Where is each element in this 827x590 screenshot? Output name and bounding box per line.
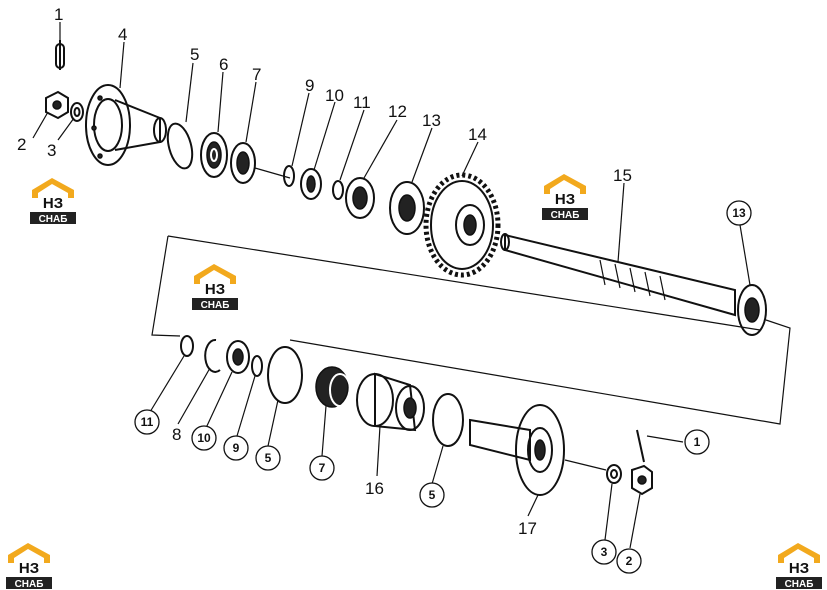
svg-text:СНАБ: СНАБ: [785, 579, 814, 590]
svg-text:НЗ: НЗ: [789, 560, 809, 577]
label-10: 10: [325, 86, 344, 105]
svg-text:СНАБ: СНАБ: [39, 214, 68, 225]
label-1: 1: [54, 5, 63, 24]
part-15-shaft: [500, 233, 736, 317]
label-13: 13: [422, 111, 441, 130]
part-12-bearing: [345, 177, 375, 219]
svg-text:НЗ: НЗ: [205, 281, 225, 298]
circled-label-2: 2: [616, 548, 642, 574]
circled-label-1: 1: [684, 429, 710, 455]
logo-top-left: НЗ СНАБ: [30, 178, 76, 225]
part-7-bearing: [230, 142, 256, 184]
svg-text:2: 2: [626, 554, 633, 568]
logo-middle: НЗ СНАБ: [192, 264, 238, 311]
svg-text:5: 5: [265, 451, 272, 465]
part-11-lower-ring: [180, 335, 194, 357]
label-15: 15: [613, 166, 632, 185]
svg-text:1: 1: [694, 435, 701, 449]
circled-label-10: 10: [191, 425, 217, 451]
label-6: 6: [219, 55, 228, 74]
part-5-o-ring: [166, 122, 194, 170]
svg-text:НЗ: НЗ: [19, 560, 39, 577]
part-14-gear: [423, 172, 501, 278]
label-5: 5: [190, 45, 199, 64]
svg-text:9: 9: [233, 441, 240, 455]
svg-text:НЗ: НЗ: [555, 191, 575, 208]
svg-text:СНАБ: СНАБ: [15, 579, 44, 590]
part-2-castle-nut: [45, 90, 69, 120]
svg-text:13: 13: [732, 206, 746, 220]
part-10-bearing: [300, 168, 322, 200]
part-13-right-bearing: [737, 284, 767, 336]
label-11: 11: [353, 93, 371, 112]
leader-lines: [32, 22, 751, 549]
svg-text:7: 7: [319, 461, 326, 475]
svg-text:НЗ: НЗ: [43, 195, 63, 212]
part-10-lower-bearing: [226, 340, 250, 374]
logo-bottom-right: НЗ СНАБ: [776, 543, 822, 590]
circled-label-5-b: 5: [419, 482, 445, 508]
circled-labels: 13 11 10 9 5 7 5 1: [134, 200, 752, 574]
logos: НЗ СНАБ НЗ СНАБ НЗ СНАБ НЗ СНАБ НЗ СНАБ: [6, 174, 822, 590]
svg-text:СНАБ: СНАБ: [201, 300, 230, 311]
lower-assembly: [180, 335, 653, 496]
circled-label-11: 11: [134, 409, 160, 435]
part-1-lower-pin: [636, 429, 645, 463]
part-7-lower-bearing: [315, 366, 351, 408]
upper-assembly: [45, 40, 767, 336]
part-17-flange: [469, 404, 565, 496]
part-6-bearing: [200, 132, 228, 178]
label-2: 2: [17, 135, 26, 154]
part-8-snap-ring: [204, 338, 221, 373]
label-3: 3: [47, 141, 56, 160]
part-labels: 1 2 3 4 5 6 7 9 10 11 12 13 14 15 8 16 1…: [17, 5, 632, 538]
circled-label-3: 3: [591, 539, 617, 565]
part-2-lower-nut: [631, 464, 653, 496]
part-3-washer: [70, 102, 84, 122]
circled-label-13: 13: [726, 200, 752, 226]
svg-text:11: 11: [141, 415, 154, 429]
circled-label-7: 7: [309, 455, 335, 481]
svg-text:СНАБ: СНАБ: [551, 210, 580, 221]
circled-label-5-a: 5: [255, 445, 281, 471]
logo-bottom-left: НЗ СНАБ: [6, 543, 52, 590]
svg-text:5: 5: [429, 488, 436, 502]
part-4-flange: [85, 84, 167, 166]
part-1-cotter-pin: [55, 40, 65, 70]
circled-label-9: 9: [223, 435, 249, 461]
label-14: 14: [468, 125, 487, 144]
part-13-bearing: [389, 181, 425, 235]
svg-text:10: 10: [197, 431, 211, 445]
label-4: 4: [118, 25, 127, 44]
label-16: 16: [365, 479, 384, 498]
label-7: 7: [252, 65, 261, 84]
label-12: 12: [388, 102, 407, 121]
part-5-lower-o-ring: [267, 346, 303, 404]
part-11-ring: [332, 180, 344, 200]
part-9-snap-ring: [283, 165, 295, 187]
part-5-lower-o-ring-2: [432, 393, 464, 447]
label-9: 9: [305, 76, 314, 95]
label-8: 8: [172, 425, 181, 444]
label-17: 17: [518, 519, 537, 538]
logo-top-center: НЗ СНАБ: [542, 174, 588, 221]
part-9-lower-ring: [251, 355, 263, 377]
svg-text:3: 3: [601, 545, 608, 559]
part-3-lower-washer: [606, 464, 622, 484]
part-16-housing: [356, 372, 425, 432]
assembly-frame: [151, 235, 791, 425]
